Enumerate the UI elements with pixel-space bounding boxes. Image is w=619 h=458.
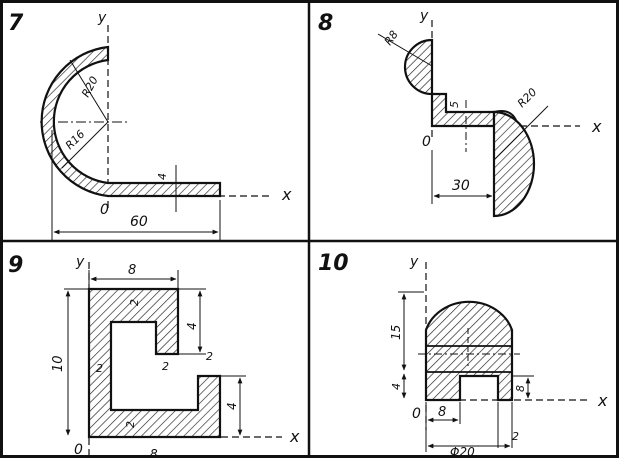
y-axis-label: y (409, 254, 419, 270)
x-axis-label: x (597, 391, 608, 410)
web-strip (430, 92, 496, 128)
dim-wall: 2 (124, 421, 137, 428)
panel-number: 7 (8, 11, 24, 36)
y-axis-label: y (75, 254, 85, 270)
panel-8: 8 y x R8 R20 5 0 30 (318, 8, 602, 218)
dim-wall: 2 (162, 360, 169, 373)
dim-right-a: 4 (185, 322, 199, 330)
dim-thickness: 4 (156, 173, 169, 180)
x-axis-label: x (289, 427, 300, 446)
dim-offset: 30 (452, 178, 470, 194)
dim-r-outer: R20 (79, 74, 101, 99)
dim-thickness: 5 (448, 101, 461, 108)
dim-diameter: Φ20 (450, 445, 475, 458)
dim-h-right: 8 (514, 385, 527, 392)
panel-7: 7 y x R20 R16 4 0 60 (8, 10, 292, 240)
origin-label: 0 (100, 202, 109, 218)
dim-wall: 2 (128, 299, 141, 306)
dim-h-bottom: 4 (390, 383, 403, 390)
radius-leader (61, 121, 109, 169)
panel-9: 9 y x 8 10 4 4 2 2 2 2 2 0 8 (8, 253, 300, 458)
dim-r-small: R8 (382, 28, 401, 47)
radius-leader (493, 105, 549, 161)
panel-number: 8 (318, 11, 333, 36)
panel-number: 10 (318, 251, 349, 276)
dim-w-right: 2 (512, 430, 519, 443)
dim-wall: 2 (206, 350, 213, 363)
dim-wall: 2 (96, 362, 103, 375)
dim-top: 8 (128, 263, 136, 278)
dim-bottom: 8 (150, 447, 158, 458)
radius-leader (377, 33, 433, 67)
origin-label: 0 (412, 406, 421, 422)
dim-r-inner: R16 (63, 128, 87, 152)
panel-number: 9 (8, 253, 23, 278)
large-bulb (492, 110, 536, 218)
origin-label: 0 (422, 134, 431, 150)
y-axis-label: y (419, 8, 429, 24)
dim-w-left: 8 (438, 405, 446, 420)
dim-height: 10 (51, 355, 66, 372)
fillet (493, 110, 517, 121)
x-axis-label: x (591, 117, 602, 136)
section-profile (40, 45, 222, 198)
x-axis-label: x (281, 185, 292, 204)
radius-leader (69, 59, 109, 123)
origin-label: 0 (74, 442, 83, 458)
panel-10: 10 y x 15 4 0 8 8 2 (318, 251, 608, 458)
dim-right-b: 4 (225, 402, 239, 410)
small-bulb (403, 38, 434, 96)
section-profile (424, 300, 514, 402)
y-axis-label: y (97, 10, 107, 26)
dim-r-large: R20 (515, 86, 539, 110)
dim-h-top: 15 (389, 325, 403, 340)
dim-width: 60 (130, 214, 148, 230)
